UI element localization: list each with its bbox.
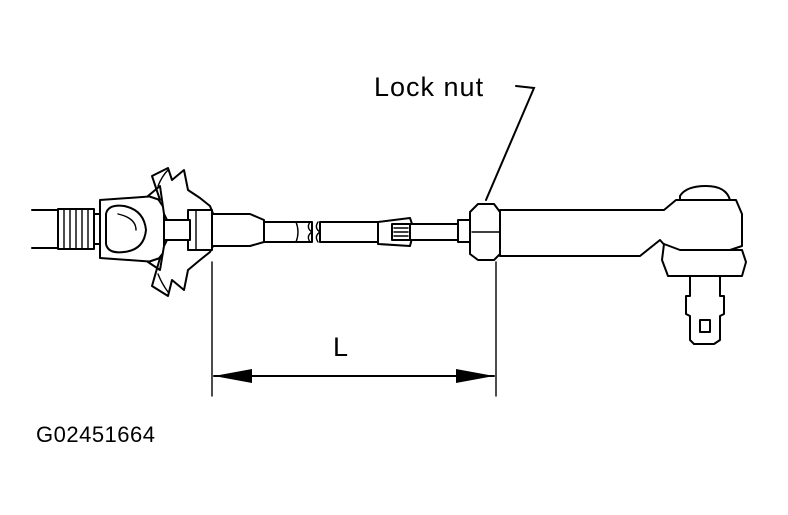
dimension-arrow-left <box>214 369 252 383</box>
figure-id: G02451664 <box>36 422 156 447</box>
lock-nut-leader <box>485 85 536 201</box>
steering-rack <box>31 208 105 250</box>
tie-rod-end <box>499 185 747 345</box>
inner-tie-rod <box>163 213 314 247</box>
inner-tie-rod-end <box>315 217 473 247</box>
dimension-L <box>211 261 497 397</box>
inner-ball-joint <box>99 195 165 263</box>
lock-nut <box>469 203 501 261</box>
lock-nut-label: Lock nut <box>374 72 484 102</box>
dimension-label: L <box>333 332 348 362</box>
dimension-arrow-right <box>456 369 494 383</box>
